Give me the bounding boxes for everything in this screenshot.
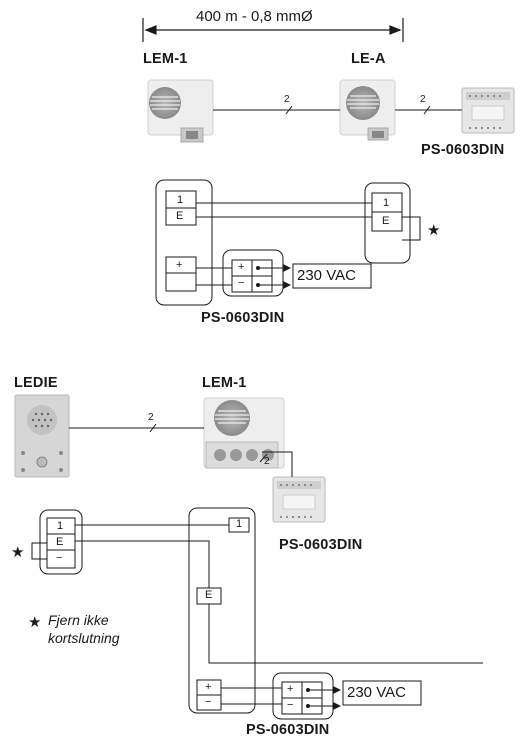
w2-psu-label: PS-0603DIN [246, 722, 330, 738]
w2-lem1-term-e: E [205, 589, 213, 601]
w2-psu-term-minus: − [287, 699, 294, 711]
wire-count-bottom-1: 2 [148, 412, 154, 423]
lem1-label-top: LEM-1 [143, 51, 188, 67]
bottom-2wire-lines [69, 423, 293, 477]
w2-lem1-term-1: 1 [236, 518, 243, 530]
psu-image-bottom [272, 476, 326, 523]
lea-indoor-unit-image [339, 79, 396, 141]
lem1-indoor-unit-image-bottom [203, 397, 285, 469]
w1-star-icon: ★ [427, 222, 441, 239]
w2-mains-label: 230 VAC [347, 684, 406, 701]
lea-label: LE-A [351, 51, 386, 67]
wire-count-top-2: 2 [420, 94, 426, 105]
w2-psu-term-plus: + [287, 683, 294, 695]
w2-lem1-term-minus: − [205, 696, 212, 708]
note-star-icon: ★ [28, 614, 42, 631]
wire-count-bottom-2: 2 [264, 456, 270, 467]
w1-left-term-1: 1 [177, 194, 184, 206]
ledie-label: LEDIE [14, 375, 58, 391]
w1-left-term-plus: + [176, 259, 183, 271]
w2-ledie-term-1: 1 [57, 520, 64, 532]
top-2wire-lines [213, 105, 462, 115]
w1-psu-term-plus: + [238, 261, 245, 273]
w1-right-term-e: E [382, 215, 390, 227]
psu-label-top: PS-0603DIN [421, 142, 505, 158]
w2-ledie-term-e: E [56, 536, 64, 548]
note-line-1: Fjern ikke [48, 612, 109, 628]
wiring1-schematic [155, 179, 421, 306]
distance-dimension [142, 18, 404, 42]
w1-psu-term-minus: − [238, 277, 245, 289]
w2-star-icon: ★ [11, 544, 25, 561]
lem1-indoor-unit-image [147, 79, 214, 143]
psu-image-top [461, 87, 515, 134]
w2-lem1-term-plus: + [205, 681, 212, 693]
distance-label: 400 m - 0,8 mmØ [196, 8, 313, 25]
w1-right-term-1: 1 [383, 197, 390, 209]
wire-count-top-1: 2 [284, 94, 290, 105]
ledie-panel-image [14, 394, 70, 478]
w1-psu-label: PS-0603DIN [201, 310, 285, 326]
psu-label-bottom: PS-0603DIN [279, 537, 363, 553]
w2-ledie-term-minus: − [56, 552, 63, 564]
note-line-2: kortslutning [48, 630, 120, 646]
wiring2-schematic [31, 507, 483, 720]
w1-left-term-e: E [176, 210, 184, 222]
w1-mains-label: 230 VAC [297, 267, 356, 284]
lem1-label-bottom: LEM-1 [202, 375, 247, 391]
